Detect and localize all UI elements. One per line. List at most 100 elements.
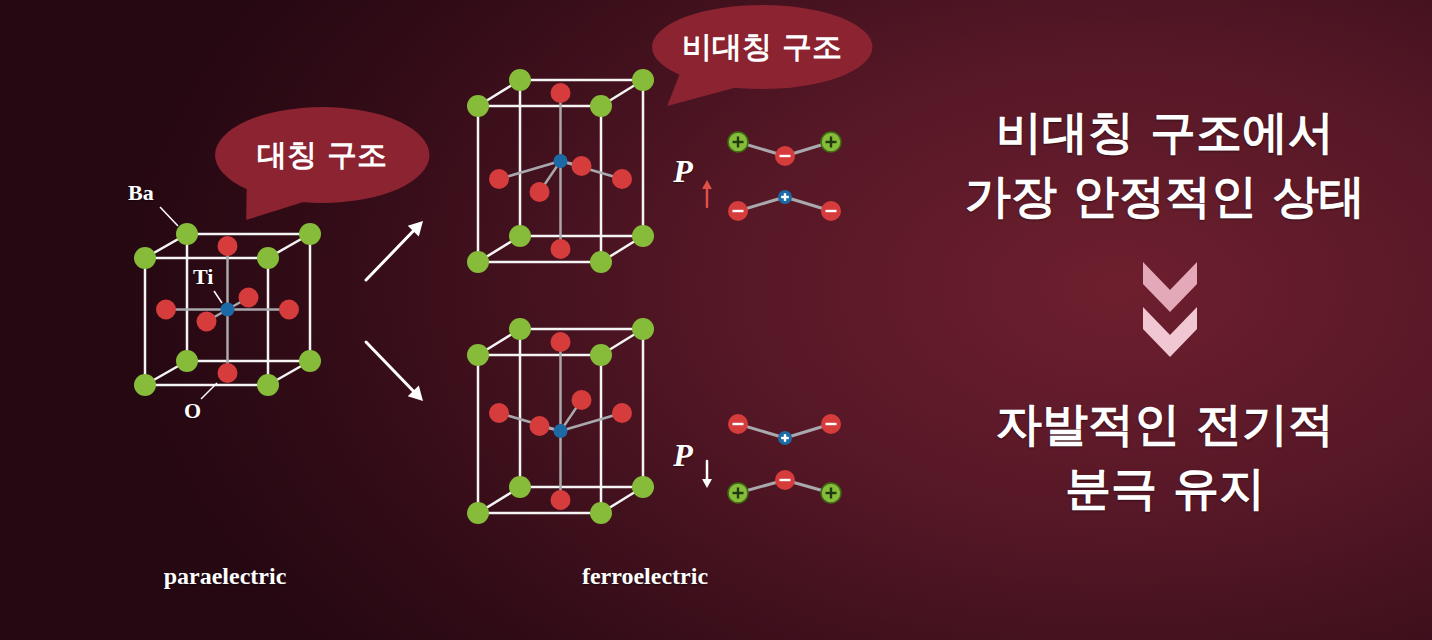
ba-atom (467, 251, 489, 273)
o-atom (612, 403, 632, 423)
o-atom (197, 312, 217, 332)
ba-atom (509, 476, 531, 498)
negative-ion (775, 146, 795, 166)
leader-line (160, 207, 178, 226)
transition-arrow (366, 231, 413, 280)
ba-atom (257, 374, 279, 396)
cell-edge (477, 106, 480, 262)
ti-atom (221, 303, 235, 317)
transition-arrow (366, 342, 413, 391)
ba-atom (509, 318, 531, 340)
ba-atom (176, 223, 198, 245)
phase-label: paraelectric (164, 562, 287, 591)
cell-edge (520, 79, 643, 82)
chevron (1143, 307, 1197, 357)
polarization-arrow-head (702, 479, 712, 488)
negative-ion (821, 414, 841, 434)
ba-atom (509, 69, 531, 91)
bubble-text: 대칭 구조 (257, 137, 387, 173)
o-atom (551, 83, 571, 103)
atom-label: O (184, 398, 201, 424)
ferroelectric-cell-up (467, 69, 654, 273)
negative-ion (728, 201, 748, 221)
o-atom (572, 156, 592, 176)
cell-edge (478, 512, 601, 515)
cell-edge (267, 258, 270, 385)
polarization-arrow (706, 189, 709, 207)
positive-ion (821, 483, 841, 503)
positive-ion (728, 132, 748, 152)
positive-center (778, 190, 792, 204)
transition-arrows (366, 221, 423, 401)
leader-line (201, 383, 217, 399)
positive-center (778, 431, 792, 445)
cell-edge (309, 234, 312, 361)
negative-ion (821, 201, 841, 221)
positive-ion-sign (830, 137, 832, 148)
positive-ion-sign (737, 137, 739, 148)
negative-ion-sign (733, 210, 744, 212)
phase-label: ferroelectric (582, 562, 708, 591)
o-atom (489, 169, 509, 189)
leader-lines (160, 207, 222, 399)
o-atom (530, 416, 550, 436)
ba-atom (590, 251, 612, 273)
cell-edge (520, 486, 643, 489)
negative-ion-sign (826, 423, 837, 425)
negative-ion (728, 414, 748, 434)
speech-bubble: 대칭 구조 (215, 107, 429, 203)
ba-atom (590, 95, 612, 117)
bubble-body (215, 107, 429, 203)
cell-edge (145, 384, 268, 387)
o-atom (489, 403, 509, 423)
paraelectric-cell (134, 223, 321, 396)
positive-ion-sign (830, 488, 832, 499)
cell-edge (520, 235, 643, 238)
dipole-down (702, 414, 841, 503)
ba-atom (176, 350, 198, 372)
ba-atom (257, 247, 279, 269)
cell-edge (519, 329, 522, 487)
o-atom (551, 490, 571, 510)
ti-o-bond (559, 93, 562, 161)
ferroelectric-cell-down (467, 318, 654, 524)
ba-atom (299, 350, 321, 372)
o-atom (551, 239, 571, 259)
cell-edge (478, 354, 601, 357)
cell-edge (144, 258, 147, 385)
o-atom (612, 169, 632, 189)
ti-o-bond (559, 161, 562, 249)
ti-o-bond (559, 431, 562, 500)
polarization-arrow-head (702, 180, 712, 189)
ba-atom (134, 374, 156, 396)
heading-text: 자발적인 전기적 분극 유지 (945, 392, 1385, 520)
ba-atom (590, 344, 612, 366)
o-atom (218, 236, 238, 256)
cell-edge (642, 80, 645, 236)
transition-arrow-head (408, 386, 423, 401)
ba-atom (299, 223, 321, 245)
positive-center-sign (784, 193, 786, 201)
ba-atom (467, 502, 489, 524)
bubble-text: 비대칭 구조 (682, 29, 842, 65)
leader-line (214, 291, 222, 303)
o-atom (156, 300, 176, 320)
cell-edge (187, 360, 310, 363)
positive-ion (821, 132, 841, 152)
ba-atom (509, 225, 531, 247)
ba-atom (590, 502, 612, 524)
o-atom (572, 390, 592, 410)
ba-atom (632, 225, 654, 247)
cell-edge (477, 355, 480, 513)
ba-atom (632, 476, 654, 498)
negative-ion-sign (733, 423, 744, 425)
negative-ion (775, 470, 795, 490)
positive-center-sign (784, 434, 786, 442)
cell-edge (145, 257, 268, 260)
bubble-body (652, 5, 872, 89)
ba-atom (632, 318, 654, 340)
o-atom (279, 300, 299, 320)
transition-arrow-head (408, 221, 423, 236)
ti-atom (554, 154, 568, 168)
